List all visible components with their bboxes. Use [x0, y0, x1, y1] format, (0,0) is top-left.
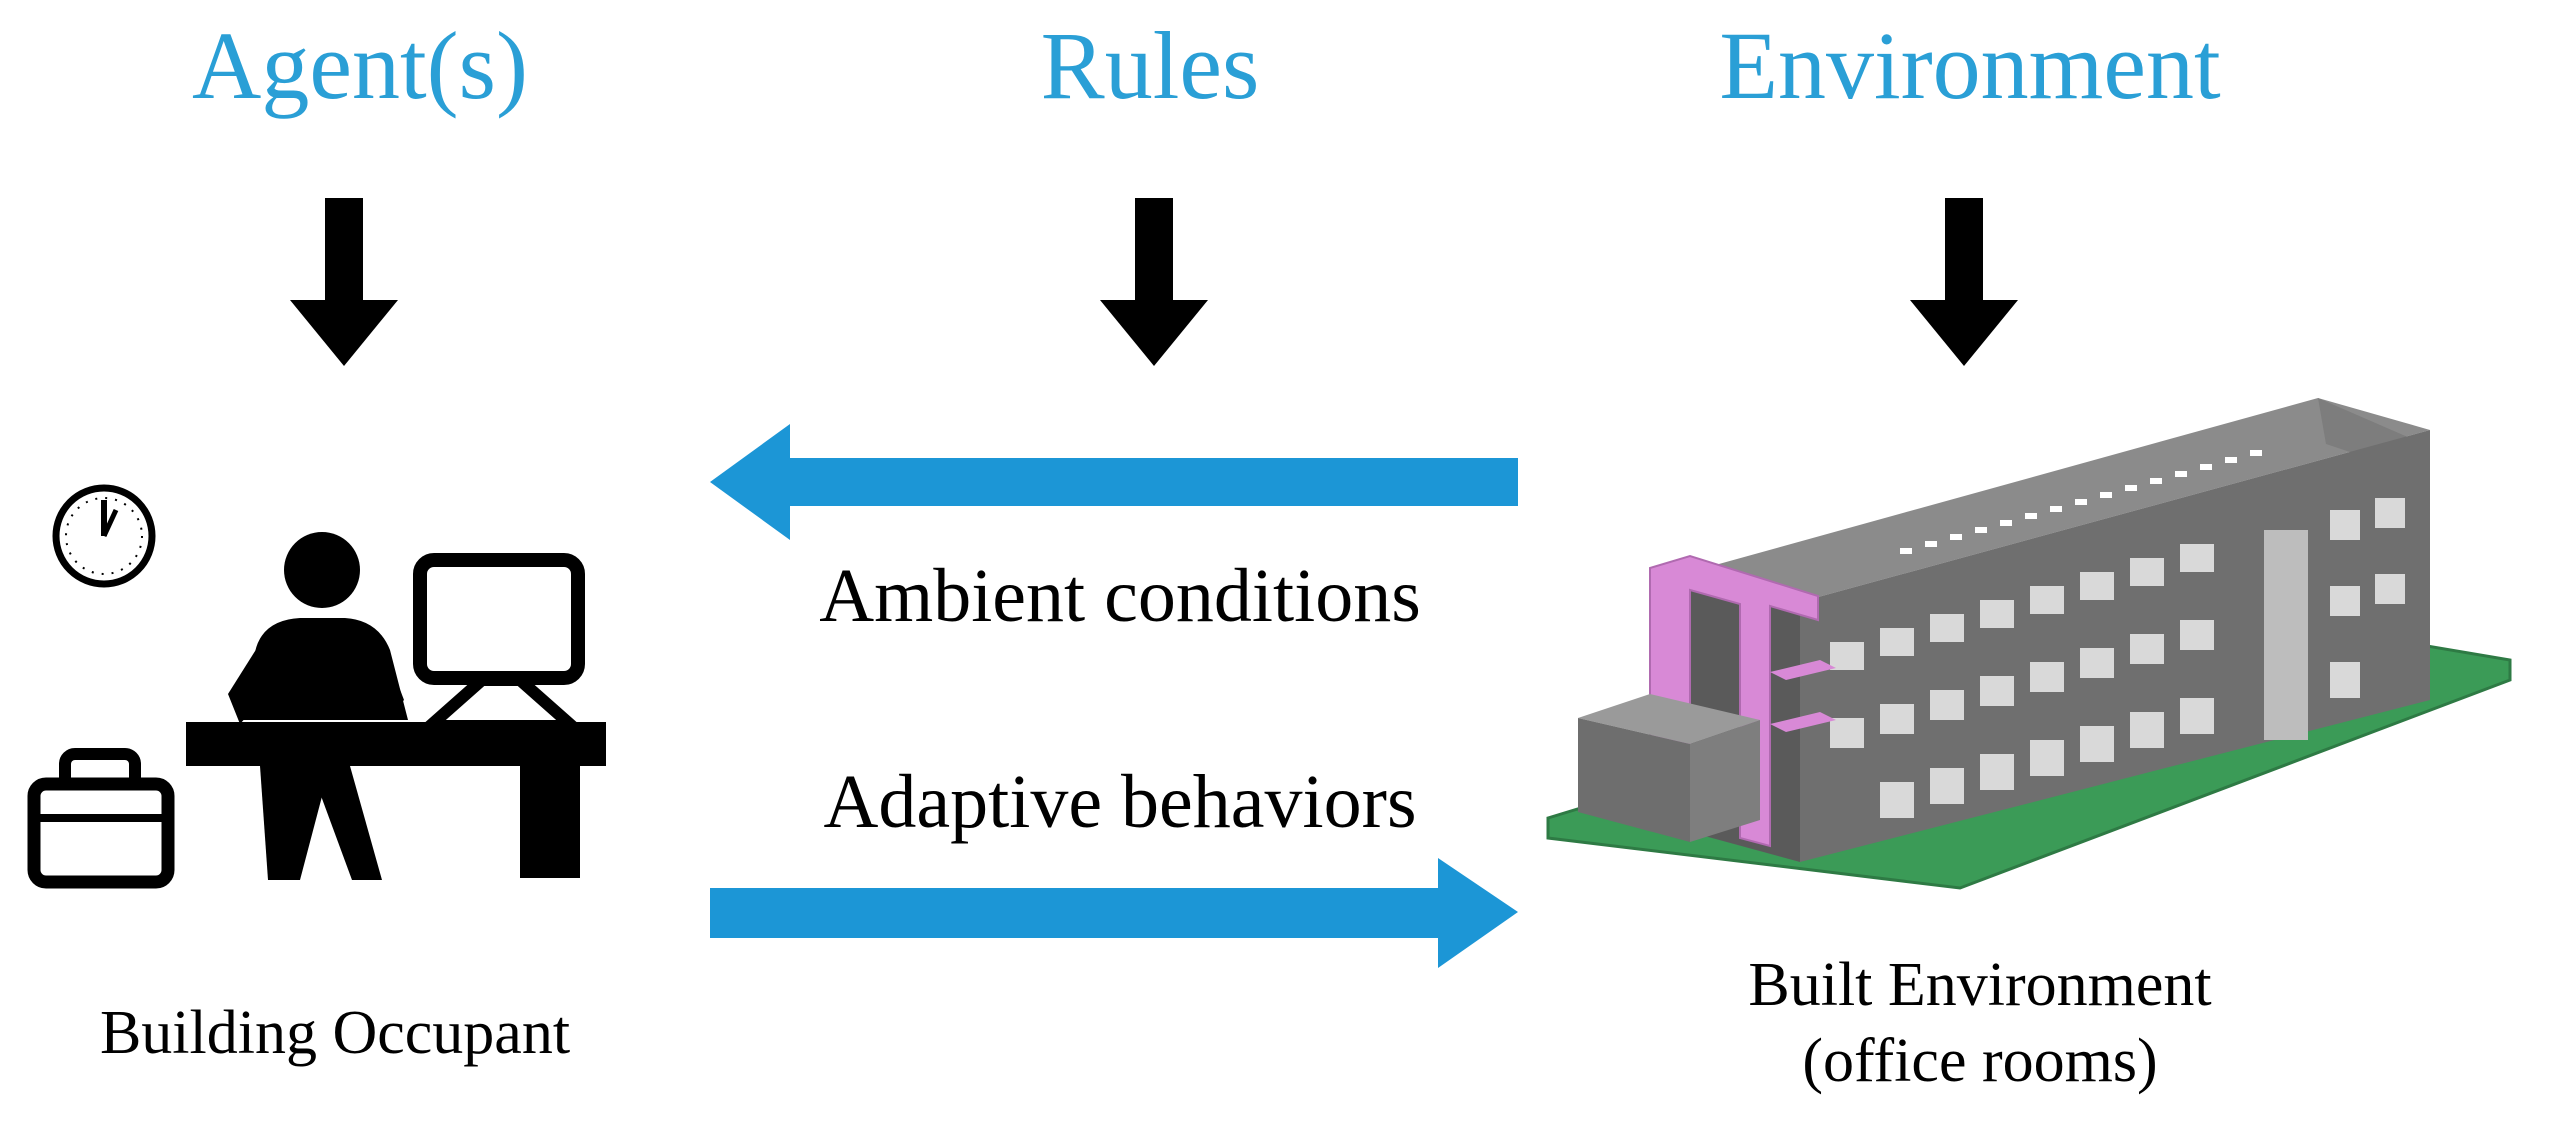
- windows: [1830, 498, 2405, 818]
- ambient-arrow: [710, 424, 1518, 540]
- roof: [1690, 398, 2430, 602]
- built-environment-caption: Built Environment (office rooms): [1560, 948, 2400, 1099]
- clock-icon: [52, 484, 156, 588]
- briefcase-icon: [27, 748, 175, 889]
- adaptive-behaviors-label: Adaptive behaviors: [823, 760, 1417, 844]
- ambient-conditions-label: Ambient conditions: [819, 554, 1421, 638]
- computer-monitor-icon: [413, 553, 588, 732]
- built-environment-line2: (office rooms): [1802, 1026, 2158, 1095]
- desk-icon: [186, 722, 606, 880]
- stair-core: [2264, 530, 2308, 740]
- down-arrow-agents: [290, 198, 398, 366]
- rules-heading: Rules: [1040, 12, 1260, 119]
- down-arrow-environment: [1910, 198, 2018, 366]
- occupant-caption: Building Occupant: [99, 999, 571, 1067]
- agents-heading: Agent(s): [192, 12, 528, 119]
- adaptive-arrow: [710, 858, 1518, 968]
- annex-side: [1578, 718, 1690, 842]
- skylights: [1900, 450, 2262, 554]
- environment-heading: Environment: [1719, 12, 2221, 119]
- annex-top: [1578, 694, 1760, 744]
- person-icon: [228, 532, 408, 724]
- annex-front: [1690, 720, 1760, 842]
- down-arrow-rules: [1100, 198, 1208, 366]
- built-environment-line1: Built Environment: [1748, 951, 2212, 1019]
- pink-balconies: [1770, 660, 1836, 732]
